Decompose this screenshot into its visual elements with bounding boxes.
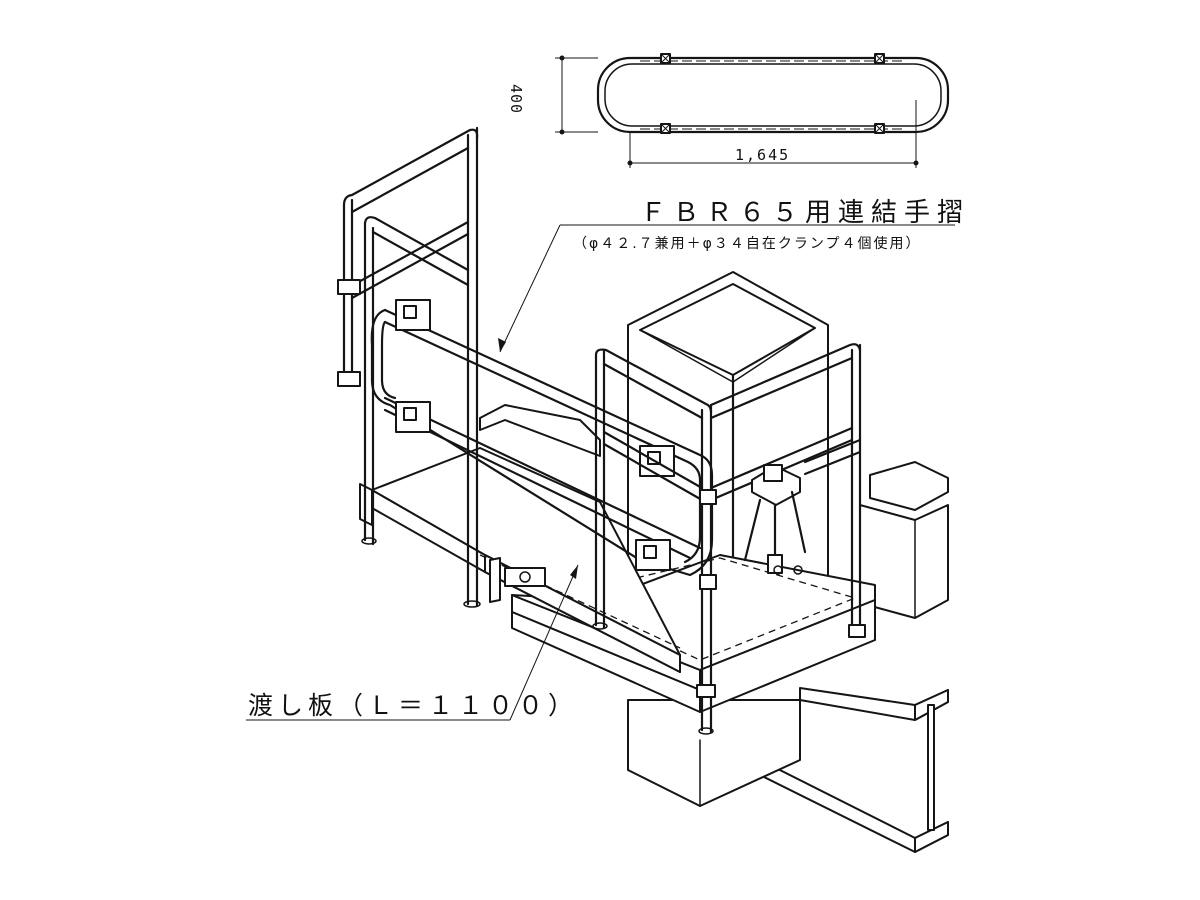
support-stand [743,464,807,575]
width-dimension-label: 1,645 [735,146,791,164]
steel-beam [759,461,949,853]
handrail-title-label: ＦＢＲ６５用連結手摺 [640,198,971,228]
bridging-plate-label: 渡し板（Ｌ＝１１００） [248,691,579,720]
clamp-marker [660,53,885,134]
height-dimension-label: 400 [507,84,525,115]
left-handrail-frame [337,126,481,608]
dimension-height [555,55,598,135]
plate-leader [246,564,579,721]
clamp [395,299,675,571]
connecting-handrail [370,299,714,577]
dimension-width [627,100,919,168]
handrail-spec-label: （φ４２.７兼用＋φ３４自在クランプ４個使用） [573,236,922,252]
handrail-leader [498,224,955,353]
handrail-plan-view [555,53,950,168]
